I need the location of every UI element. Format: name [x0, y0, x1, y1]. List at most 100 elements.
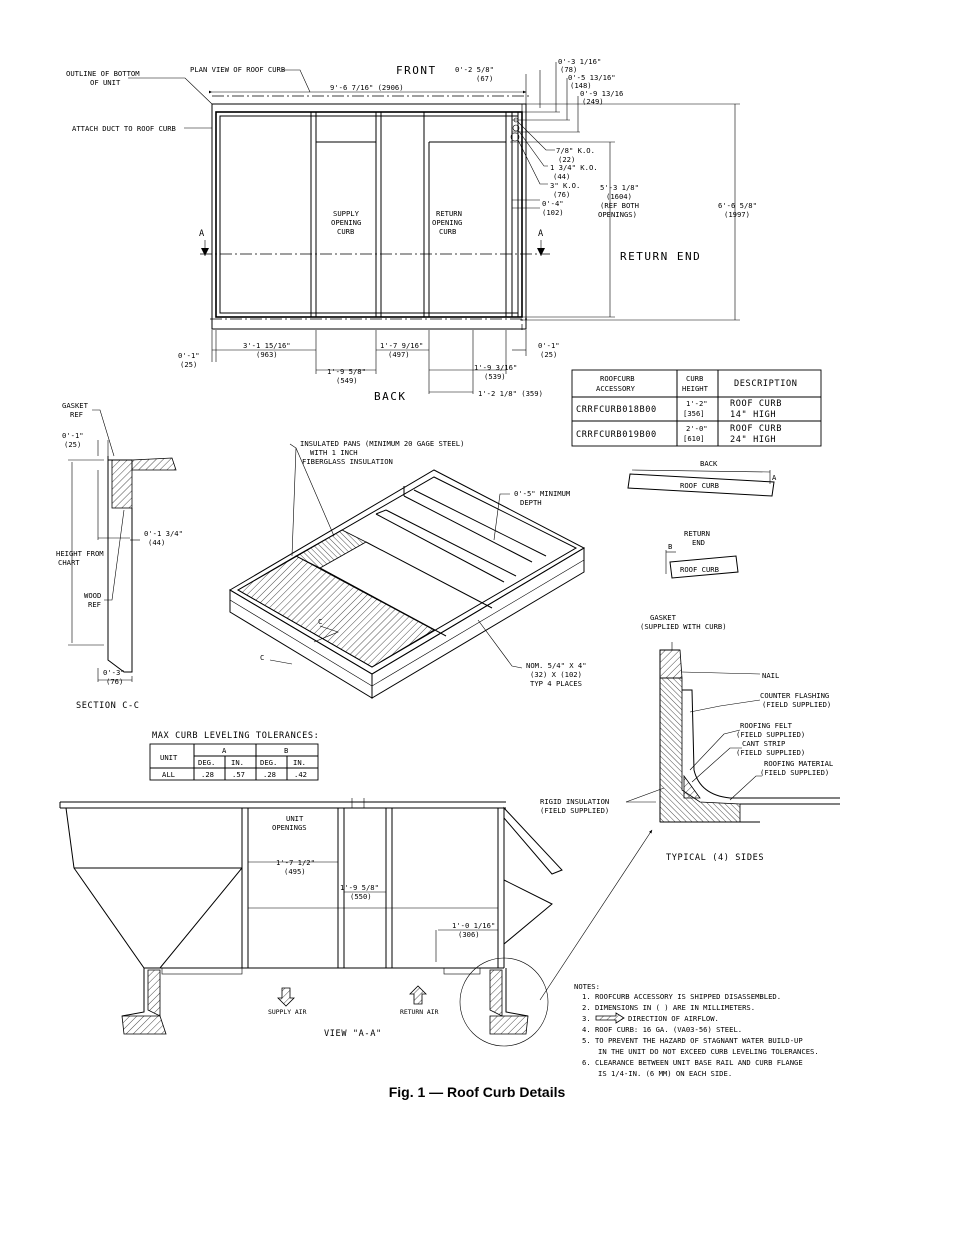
note-5: 5. TO PREVENT THE HAZARD OF STAGNANT WAT… — [582, 1036, 803, 1045]
view-aa: UNIT OPENINGS 1'-7 1/2" (495) 1'-9 5/8" … — [59, 798, 563, 1047]
acc-row2-desc-2: 24" HIGH — [730, 435, 776, 445]
tilt-diagrams: BACK ROOF CURB A RETURN END B ROOF CURB — [627, 459, 777, 579]
tol-row-label: ALL — [162, 770, 175, 779]
plan-view-label: PLAN VIEW OF ROOF CURB — [190, 65, 285, 74]
dim-1-7-916-mm: (497) — [388, 350, 410, 359]
dim-1-7-916: 1'-7 9/16" — [380, 341, 423, 350]
note-3-text: DIRECTION OF AIRFLOW. — [628, 1014, 719, 1023]
dim-0-9-1316: 0'-9 13/16 — [580, 89, 623, 98]
acc-header-1a: ROOFCURB — [600, 374, 635, 383]
dim-0-1-left-mm: (25) — [180, 360, 197, 369]
tol-val-2: .57 — [232, 770, 245, 779]
acc-header-1b: ACCESSORY — [596, 384, 636, 393]
dim-0-4-mm: (102) — [542, 208, 564, 217]
acc-header-2a: CURB — [686, 374, 703, 383]
notes: NOTES: 1. ROOFCURB ACCESSORY IS SHIPPED … — [574, 982, 819, 1078]
tol-val-1: .28 — [201, 770, 214, 779]
acc-row1-desc-2: 14" HIGH — [730, 410, 776, 420]
note-6: 6. CLEARANCE BETWEEN UNIT BASE RAIL AND … — [582, 1058, 803, 1067]
dim-0-2-58-mm: (67) — [476, 74, 493, 83]
acc-row2-model: CRRFCURB019B00 — [576, 430, 657, 440]
aa-dim-1-7-12-mm: (495) — [284, 867, 306, 876]
tol-col-a: A — [222, 746, 227, 755]
acc-row2-height: 2'-0" — [686, 424, 708, 433]
dim-0-5-1316: 0'-5 13/16" — [568, 73, 616, 82]
return-label-3: CURB — [439, 227, 456, 236]
dim-0-3-116: 0'-3 1/16" — [558, 57, 601, 66]
dim-5-3-18-3: (REF BOTH — [600, 201, 639, 210]
tol-sub-3: DEG. — [260, 758, 277, 767]
dim-1-9-316: 1'-9 3/16" — [474, 363, 517, 372]
ko-3-mm: (76) — [553, 190, 570, 199]
acc-row1-height-mm: [356] — [683, 409, 705, 418]
tilt-back: BACK — [700, 459, 718, 468]
unit-openings-2: OPENINGS — [272, 823, 307, 832]
tol-sub-1: DEG. — [198, 758, 215, 767]
tol-sub-2: IN. — [231, 758, 244, 767]
attach-duct-label: ATTACH DUCT TO ROOF CURB — [72, 124, 176, 133]
unit-openings-1: UNIT — [286, 814, 304, 823]
cc-dim-0-1: 0'-1" — [62, 431, 84, 440]
dim-5-3-18-1: 5'-3 1/8" — [600, 183, 639, 192]
min-depth-1: 0'-5" MINIMUM — [514, 489, 571, 498]
aa-dim-1-9-58: 1'-9 5/8" — [340, 883, 379, 892]
supply-label-2: OPENING — [331, 218, 361, 227]
note-5-cont: IN THE UNIT DO NOT EXCEED CURB LEVELING … — [598, 1047, 819, 1056]
cc-dim-0-3-mm: (76) — [106, 677, 123, 686]
wood-ref-2: REF — [88, 600, 101, 609]
plan-view — [128, 62, 740, 394]
note-6-cont: IS 1/4-IN. (6 MM) ON EACH SIDE. — [598, 1069, 732, 1078]
ko-134-mm: (44) — [553, 172, 570, 181]
iso-section-mark-2: C — [260, 653, 264, 662]
cc-dim-0-3: 0'-3" — [103, 668, 125, 677]
note-4: 4. ROOF CURB: 16 GA. (VA03-56) STEEL. — [582, 1025, 742, 1034]
acc-header-3: DESCRIPTION — [734, 379, 798, 389]
plan-view-labels: OUTLINE OF BOTTOM OF UNIT PLAN VIEW OF R… — [66, 57, 757, 403]
dim-0-5-1316-mm: (148) — [570, 81, 592, 90]
section-mark-left: A — [199, 229, 205, 239]
ko-78-mm: (22) — [558, 155, 575, 164]
counter-flashing-2: (FIELD SUPPLIED) — [762, 700, 831, 709]
outline-label-2: OF UNIT — [90, 78, 121, 87]
dim-0-1-right: 0'-1" — [538, 341, 560, 350]
iso-section-mark-1: C — [318, 617, 322, 626]
isometric-curb: INSULATED PANS (MINIMUM 20 GAGE STEEL) W… — [229, 439, 587, 699]
tilt-mark-a: A — [772, 473, 777, 482]
acc-header-2b: HEIGHT — [682, 384, 709, 393]
ko-3-label: 3" K.O. — [550, 181, 580, 190]
nominal-1: NOM. 5/4" X 4" — [526, 661, 587, 670]
min-depth-2: DEPTH — [520, 498, 542, 507]
height-from-chart-2: CHART — [58, 558, 80, 567]
figure-caption: Fig. 1 — Roof Curb Details — [388, 1084, 566, 1100]
tolerances-title: MAX CURB LEVELING TOLERANCES: — [152, 731, 319, 741]
acc-row1-desc-1: ROOF CURB — [730, 399, 782, 409]
tol-val-3: .28 — [263, 770, 276, 779]
ko-134-label: 1 3/4" K.O. — [550, 163, 598, 172]
gasket-ref-1: GASKET — [62, 401, 89, 410]
nail-label: NAIL — [762, 671, 779, 680]
dim-1-9-58-mm: (549) — [336, 376, 358, 385]
aa-dim-1-0-116-mm: (306) — [458, 930, 480, 939]
tol-unit-header: UNIT — [160, 753, 178, 762]
flashing-detail: GASKET (SUPPLIED WITH CURB) NAIL COUNTER… — [539, 613, 840, 1001]
acc-row2-height-mm: [610] — [683, 434, 705, 443]
section-mark-right: A — [538, 229, 544, 239]
roofing-felt-2: (FIELD SUPPLIED) — [736, 730, 805, 739]
roofing-material-2: (FIELD SUPPLIED) — [760, 768, 829, 777]
tilt-roof-curb-1: ROOF CURB — [680, 481, 719, 490]
dim-1-9-316-mm: (539) — [484, 372, 506, 381]
insulated-pans-3: FIBERGLASS INSULATION — [302, 457, 393, 466]
counter-flashing-1: COUNTER FLASHING — [760, 691, 829, 700]
rigid-insulation-1: RIGID INSULATION — [540, 797, 609, 806]
airflow-direction-icon — [595, 1012, 625, 1024]
section-cc: GASKET REF 0'-1" (25) HEIGHT FROM CHART … — [56, 401, 183, 711]
cant-strip-2: (FIELD SUPPLIED) — [736, 748, 805, 757]
supply-label-3: CURB — [337, 227, 354, 236]
note-3: 3. — [582, 1014, 591, 1023]
front-label: FRONT — [396, 64, 437, 77]
dim-0-1-right-mm: (25) — [540, 350, 557, 359]
aa-dim-1-7-12: 1'-7 1/2" — [276, 858, 315, 867]
dim-3-1-1516: 3'-1 15/16" — [243, 341, 291, 350]
outline-label-1: OUTLINE OF BOTTOM — [66, 69, 140, 78]
supply-air-arrow-icon — [277, 987, 295, 1007]
